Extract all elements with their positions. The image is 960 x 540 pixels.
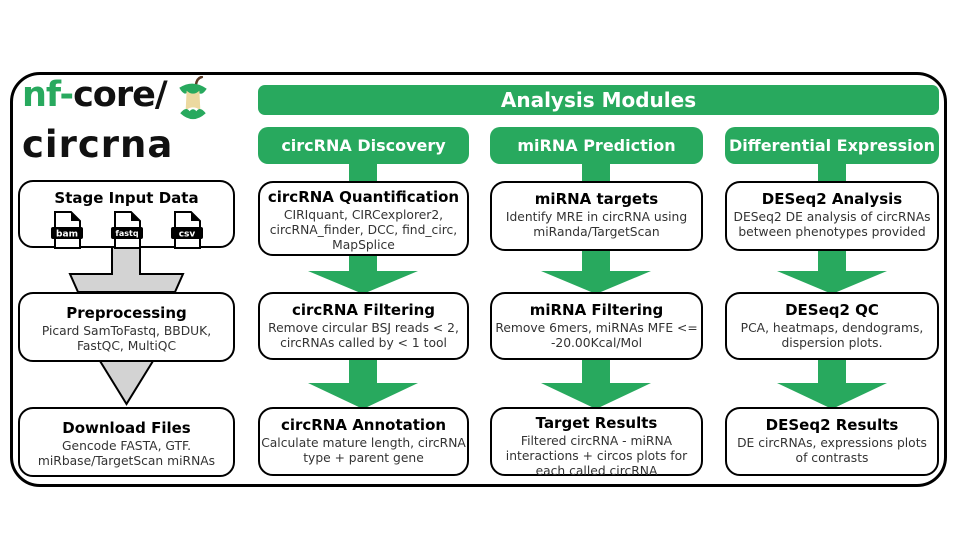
box-circrna-filtering: circRNA Filtering Remove circular BSJ re… [258,292,469,360]
apple-core-icon [178,76,207,120]
box-deseq2-analysis: DESeq2 Analysis DESeq2 DE analysis of ci… [725,181,939,251]
box-circrna-quantification: circRNA Quantification CIRIquant, CIRCex… [258,181,469,256]
box-title: Stage Input Data [54,189,199,207]
box-stage-input-data: Stage Input Data bam fastq csv [18,180,235,250]
header-label: Differential Expression [728,136,936,155]
csv-file-icon: csv [170,211,203,249]
box-title: circRNA Annotation [280,416,447,434]
box-body: Identify MRE in circRNA using miRanda/Ta… [505,210,688,239]
box-download-files: Download Files Gencode FASTA, GTF. miRba… [18,407,235,477]
box-preprocessing: Preprocessing Picard SamToFastq, BBDUK, … [18,292,235,362]
outer-frame [10,72,947,487]
logo-pipeline-name: circrna [22,123,174,166]
box-title: circRNA Filtering [291,301,436,319]
box-target-results: Target Results Filtered circRNA - miRNA … [490,407,703,478]
box-deseq2-qc: DESeq2 QC PCA, heatmaps, dendograms, dis… [725,292,939,360]
logo-line-brand: nf-core/ [22,75,213,123]
box-body: Filtered circRNA - miRNA interactions + … [505,434,688,478]
box-body: Gencode FASTA, GTF. miRbase/TargetScan m… [37,439,216,468]
banner-title: Analysis Modules [500,88,697,112]
box-title: DESeq2 QC [785,301,879,319]
svg-text:csv: csv [178,230,195,240]
fastq-file-icon: fastq [110,211,143,249]
box-body: PCA, heatmaps, dendograms, dispersion pl… [740,321,924,350]
box-circrna-annotation: circRNA Annotation Calculate mature leng… [258,407,469,476]
logo-nf-text: nf- [22,75,74,115]
box-title: miRNA Filtering [529,301,664,319]
analysis-modules-banner: Analysis Modules [258,85,939,115]
svg-text:fastq: fastq [115,229,138,238]
box-mirna-filtering: miRNA Filtering Remove 6mers, miRNAs MFE… [490,292,703,360]
box-title: miRNA targets [534,190,659,208]
logo-core-text: core/ [73,75,168,115]
box-title: DESeq2 Analysis [761,190,903,208]
box-body: Calculate mature length, circRNA type + … [261,436,466,465]
box-body: Picard SamToFastq, BBDUK, FastQC, MultiQ… [41,324,212,353]
input-file-icons: bam fastq csv [20,210,233,250]
box-title: DESeq2 Results [765,416,899,434]
header-circrna-discovery: circRNA Discovery [258,127,469,164]
box-mirna-targets: miRNA targets Identify MRE in circRNA us… [490,181,703,251]
bam-file-icon: bam [50,211,83,249]
box-title: Preprocessing [66,304,187,322]
box-title: circRNA Quantification [267,188,460,206]
header-label: circRNA Discovery [281,136,446,155]
nf-core-logo: nf-core/ circrna [22,75,213,166]
box-title: Target Results [535,414,658,432]
header-differential-expression: Differential Expression [725,127,939,164]
svg-text:bam: bam [56,230,78,240]
box-body: CIRIquant, CIRCexplorer2, circRNA_finder… [269,208,458,252]
box-title: Download Files [62,419,191,437]
box-body: Remove circular BSJ reads < 2, circRNAs … [268,321,459,350]
box-body: Remove 6mers, miRNAs MFE <= -20.00Kcal/M… [495,321,698,350]
box-deseq2-results: DESeq2 Results DE circRNAs, expressions … [725,407,939,476]
header-mirna-prediction: miRNA Prediction [490,127,703,164]
box-body: DESeq2 DE analysis of circRNAs between p… [733,210,931,239]
header-label: miRNA Prediction [517,136,676,155]
box-body: DE circRNAs, expressions plots of contra… [737,436,927,465]
